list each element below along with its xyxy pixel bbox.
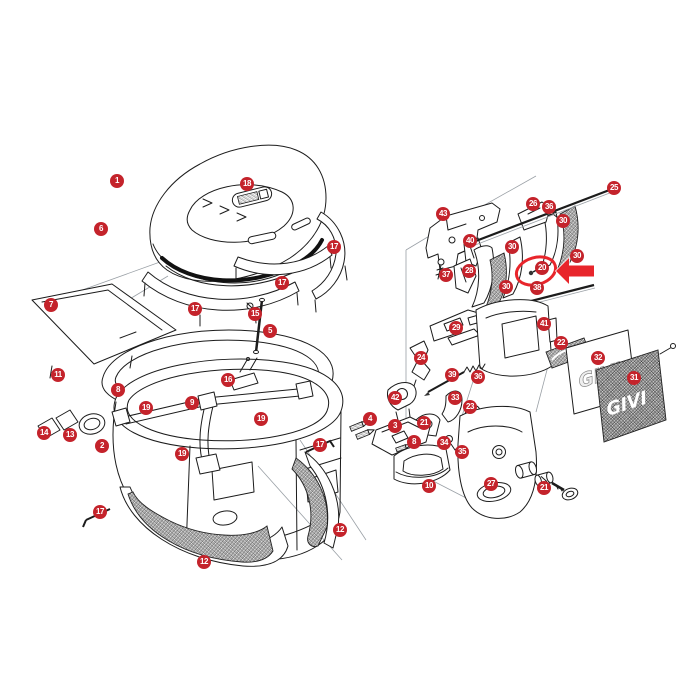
callout-36: 36 <box>542 200 556 214</box>
callout-10: 10 <box>422 479 436 493</box>
callout-2: 2 <box>95 439 109 453</box>
callout-13: 13 <box>63 428 77 442</box>
callout-12: 12 <box>333 523 347 537</box>
callout-8: 8 <box>407 435 421 449</box>
callout-12: 12 <box>197 555 211 569</box>
straps <box>111 357 314 475</box>
callout-20-highlighted: 20 <box>535 261 549 275</box>
callout-30: 30 <box>505 240 519 254</box>
callout-1: 1 <box>110 174 124 188</box>
callout-37: 37 <box>439 268 453 282</box>
callout-36: 36 <box>471 370 485 384</box>
callout-23: 23 <box>463 400 477 414</box>
screws-4 <box>349 421 375 440</box>
callout-29: 29 <box>449 321 463 335</box>
callout-6: 6 <box>94 222 108 236</box>
callout-8: 8 <box>111 383 125 397</box>
callout-34: 34 <box>437 436 451 450</box>
callout-31: 31 <box>627 371 641 385</box>
callout-21: 21 <box>417 416 431 430</box>
callout-32: 32 <box>591 351 605 365</box>
callout-16: 16 <box>221 373 235 387</box>
callout-26: 26 <box>526 197 540 211</box>
callout-30: 30 <box>556 214 570 228</box>
callout-5: 5 <box>263 324 277 338</box>
shelf <box>31 283 177 379</box>
callout-3: 3 <box>388 419 402 433</box>
callout-21: 21 <box>537 481 551 495</box>
callout-11: 11 <box>51 368 65 382</box>
key-icon <box>551 481 579 501</box>
lock-panel-27 <box>457 405 537 519</box>
callout-9: 9 <box>185 396 199 410</box>
callout-15: 15 <box>248 307 262 321</box>
callout-42: 42 <box>388 391 402 405</box>
hinge-rod-25 <box>467 184 621 248</box>
back-panel-41 <box>475 299 558 377</box>
callout-27: 27 <box>484 477 498 491</box>
callout-39: 39 <box>445 368 459 382</box>
reflector-strip-right <box>291 451 340 549</box>
callout-17: 17 <box>275 276 289 290</box>
rod-5 <box>253 297 265 355</box>
latch-handle-10 <box>393 444 451 485</box>
callout-19: 19 <box>175 447 189 461</box>
callout-40: 40 <box>463 234 477 248</box>
mesh-plate-31: GIVI <box>595 343 676 443</box>
callout-17: 17 <box>313 438 327 452</box>
callout-41: 41 <box>537 317 551 331</box>
callout-4: 4 <box>363 412 377 426</box>
callout-17: 17 <box>93 505 107 519</box>
callout-35: 35 <box>455 445 469 459</box>
callout-30: 30 <box>499 280 513 294</box>
callout-24: 24 <box>414 351 428 365</box>
hook-24 <box>409 340 431 393</box>
callout-25: 25 <box>607 181 621 195</box>
highlight-arrow-icon <box>554 256 595 286</box>
callout-38: 38 <box>530 281 544 295</box>
callout-43: 43 <box>436 207 450 221</box>
callout-28: 28 <box>462 264 476 278</box>
callout-33: 33 <box>448 391 462 405</box>
callout-17: 17 <box>327 240 341 254</box>
callout-18: 18 <box>240 177 254 191</box>
lid-badge <box>231 186 273 208</box>
reflector-strip-front <box>119 486 289 567</box>
callout-22: 22 <box>554 336 568 350</box>
callout-19: 19 <box>254 412 268 426</box>
callout-7: 7 <box>44 298 58 312</box>
callout-19: 19 <box>139 401 153 415</box>
callout-30: 30 <box>570 249 584 263</box>
callout-17: 17 <box>188 302 202 316</box>
callout-14: 14 <box>37 426 51 440</box>
